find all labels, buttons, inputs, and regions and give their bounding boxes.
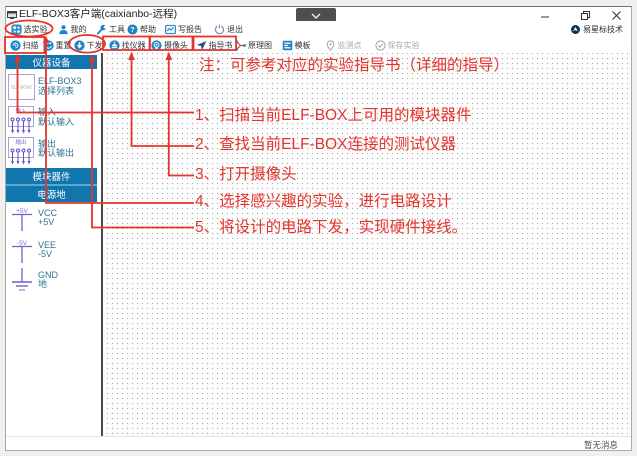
item-desc: 选择列表 [38,85,75,96]
brand-logo-icon [571,24,580,34]
schematic-icon [235,40,246,50]
instrument-icon [108,39,120,51]
tool-label: 监测点 [337,40,362,50]
input-connector-icon: 输入 [7,106,34,134]
main-content: 仪器设备 ELF-BOX3 ELF-BOX3 选择列表 [6,53,631,436]
menu-item-select-experiment[interactable]: 选实验 [10,21,48,37]
design-canvas[interactable] [102,53,631,436]
remote-toolbar-handle[interactable] [296,8,336,24]
close-button[interactable] [603,7,629,23]
restore-button[interactable] [572,7,598,23]
menu-item-label: 帮助 [140,24,156,34]
menu-item-write-report[interactable]: 写报告 [165,21,202,37]
sidebar-item-vcc[interactable]: +5V VCC +5V [6,206,101,234]
tool-label: 扫描 [22,40,39,50]
item-desc: 默认输入 [38,116,75,127]
tool-label: 模板 [294,40,311,50]
tool-label: 保存实验 [387,40,420,50]
sidebar-item-input[interactable]: 输入 输入 默认输入 [6,106,101,136]
vee-symbol-icon: -5V [12,240,32,263]
sidebar-item-gnd[interactable]: GND 地 [6,267,101,295]
sidebar-header-instruments: 仪器设备 [6,55,97,69]
menu-bar: 选实验 我的 工具 ? 帮助 [6,21,631,37]
svg-text:输入: 输入 [15,107,27,115]
status-message: 暂无消息 [583,439,618,450]
tool-label: 重置 [55,40,72,50]
menu-item-label: 写报告 [178,24,202,34]
power-icon [214,24,225,34]
tool-save-experiment[interactable]: 保存实验 [374,37,420,53]
scan-icon [9,39,21,51]
vcc-symbol-icon: +5V [12,208,32,231]
sidebar-item-vee[interactable]: -5V VEE -5V [6,238,101,266]
header-separator [6,184,97,186]
menu-item-exit[interactable]: 退出 [214,21,243,37]
tool-label: 指导书 [208,40,233,50]
svg-text:+5V: +5V [16,208,28,215]
wrench-icon [96,24,107,35]
menu-item-label: 我的 [70,24,87,34]
menu-item-label: 工具 [109,24,125,34]
monitor-point-icon [326,39,334,51]
tool-monitor-point[interactable]: 监测点 [325,37,362,53]
tool-label: 找仪器 [121,40,146,50]
menu-item-my[interactable]: 我的 [58,21,87,37]
gnd-symbol-icon [12,268,32,291]
guidebook-icon [196,40,206,50]
menu-item-help[interactable]: ? 帮助 [127,21,156,37]
tool-template[interactable]: 模板 [282,37,311,53]
user-icon [58,24,68,34]
item-name: VEE [38,239,57,250]
svg-text:-5V: -5V [17,240,28,247]
item-desc: -5V [38,249,53,259]
item-name: GND [38,269,58,280]
menu-item-label: 退出 [227,24,243,34]
output-connector-icon: 输出 [7,137,34,165]
tool-find-instrument[interactable]: 找仪器 [108,37,146,53]
svg-text:输出: 输出 [15,138,26,146]
sidebar-divider [101,53,103,436]
tool-label: 下发 [86,40,103,50]
svg-text:?: ? [130,25,135,34]
help-icon: ? [127,23,138,35]
sidebar-item-elfbox[interactable]: ELF-BOX3 ELF-BOX3 选择列表 [6,74,101,102]
sidebar-header-power-ground: 电源地 [6,185,97,203]
download-icon [73,39,85,51]
menu-item-tools[interactable]: 工具 [96,21,125,37]
tool-send-down[interactable]: 下发 [73,37,103,53]
status-bar: 暂无消息 [6,435,631,450]
tool-schematic[interactable]: 原理图 [235,37,272,53]
item-desc: 默认输出 [38,148,75,158]
window-title: ELF-BOX3客户端(caixianbo-远程) [19,8,178,20]
sidebar-header-modules: 模块器件 [6,168,97,185]
brand-label: 易星标技术 [583,24,623,34]
tool-scan[interactable]: 扫描 [9,37,39,53]
item-name: VCC [38,207,58,218]
camera-icon [151,39,162,51]
tool-label: 原理图 [248,40,272,50]
brand: 易星标技术 [571,21,623,37]
item-desc: 地 [38,279,48,289]
report-icon [165,24,176,34]
menu-item-label: 选实验 [23,24,48,34]
experiment-icon [10,23,22,35]
title-bar: ELF-BOX3客户端(caixianbo-远程) [6,7,631,24]
reset-icon [42,39,54,51]
tool-bar: 扫描 重置 下发 [6,37,631,54]
sidebar-item-output[interactable]: 输出 输出 默认输出 [6,137,101,167]
elfbox-icon: ELF-BOX3 [7,74,35,100]
sidebar: 仪器设备 ELF-BOX3 ELF-BOX3 选择列表 [6,53,101,436]
tool-label: 摄像头 [164,40,188,50]
app-icon [7,11,17,19]
chevron-down-icon [311,13,321,19]
tool-guidebook[interactable]: 指导书 [196,37,233,53]
template-icon [282,40,292,50]
tool-reset[interactable]: 重置 [42,37,72,53]
tool-camera[interactable]: 摄像头 [151,37,188,53]
item-desc: +5V [38,217,55,227]
save-icon [374,39,386,51]
svg-text:ELF-BOX3: ELF-BOX3 [11,85,32,90]
client-window: ELF-BOX3客户端(caixianbo-远程) [5,6,632,451]
minimize-button[interactable] [532,7,558,23]
